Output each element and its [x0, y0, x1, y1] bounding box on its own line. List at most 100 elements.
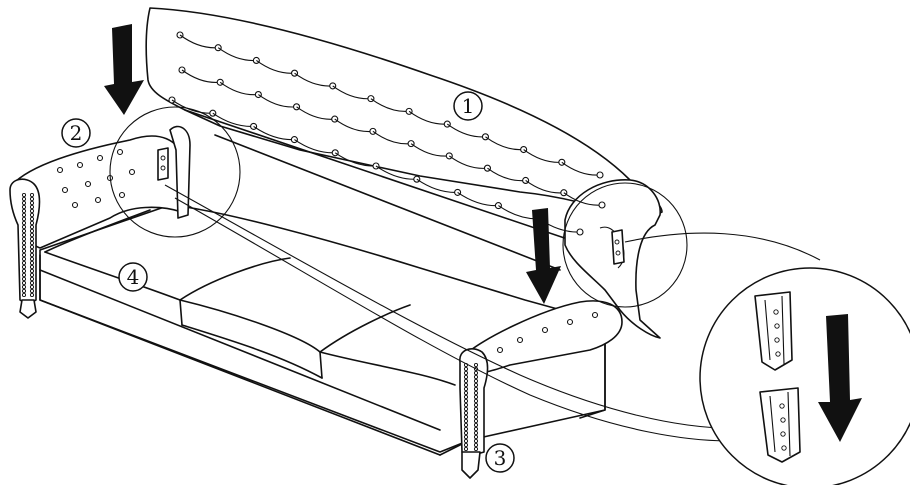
tuft-button — [250, 122, 258, 130]
tuft-button — [496, 346, 504, 354]
down-arrow-icon — [104, 24, 144, 115]
nailhead — [463, 438, 469, 444]
part-label-3: 3 — [485, 443, 515, 473]
down-arrow-icon — [526, 208, 561, 304]
nailhead — [29, 288, 35, 294]
seat-cushions — [44, 209, 456, 386]
nailhead — [463, 430, 469, 436]
nailhead — [473, 386, 479, 392]
nailhead — [21, 228, 27, 234]
part-label-2-text: 2 — [70, 121, 83, 145]
tuft-button — [516, 336, 524, 344]
nailhead — [29, 232, 35, 238]
nailhead — [463, 394, 469, 400]
nailhead — [21, 284, 27, 290]
backrest — [145, 7, 663, 339]
nailhead — [29, 228, 35, 234]
nailhead — [29, 276, 35, 282]
nailhead — [29, 240, 35, 246]
tuft-button — [96, 154, 104, 162]
nailhead — [29, 196, 35, 202]
nailhead — [21, 292, 27, 298]
nailhead — [473, 422, 479, 428]
nailhead — [21, 244, 27, 250]
part-label-1: 1 — [453, 91, 483, 121]
nailhead — [29, 216, 35, 222]
nailhead — [473, 434, 479, 440]
nailhead — [473, 402, 479, 408]
nailhead — [29, 208, 35, 214]
nailhead — [29, 268, 35, 274]
right-leg — [461, 451, 481, 479]
nailhead — [21, 200, 27, 206]
nailhead — [29, 220, 35, 226]
nailhead — [473, 410, 479, 416]
nailhead — [29, 280, 35, 286]
nailhead — [29, 260, 35, 266]
lower-bracket-part — [759, 387, 801, 463]
nailhead — [473, 406, 479, 412]
nailhead — [21, 216, 27, 222]
nailhead — [463, 426, 469, 432]
nailhead — [21, 268, 27, 274]
nailhead — [463, 446, 469, 452]
nailhead — [473, 430, 479, 436]
callout-leader-lines — [164, 184, 821, 442]
nailhead — [21, 204, 27, 210]
nailhead — [463, 434, 469, 440]
nailhead — [21, 288, 27, 294]
nailhead — [21, 212, 27, 218]
tuft-button — [56, 166, 64, 174]
nailhead — [473, 394, 479, 400]
nailhead — [29, 264, 35, 270]
tuft-button — [118, 191, 126, 199]
nailhead — [463, 382, 469, 388]
nailhead — [473, 414, 479, 420]
nailhead — [21, 260, 27, 266]
nailhead — [29, 252, 35, 258]
nailhead — [463, 442, 469, 448]
right-bracket-detail — [562, 182, 688, 308]
tuft-button — [128, 168, 136, 176]
nailhead — [473, 446, 479, 452]
nailhead — [473, 442, 479, 448]
nailhead — [21, 252, 27, 258]
nailhead — [21, 276, 27, 282]
nailhead — [463, 374, 469, 380]
tuft-button — [576, 228, 584, 236]
tuft-button — [116, 148, 124, 156]
nailhead — [463, 386, 469, 392]
nailhead — [21, 232, 27, 238]
left-bracket-detail — [109, 106, 241, 238]
nailhead — [473, 418, 479, 424]
tuft-button — [566, 318, 574, 326]
tuft-button — [61, 186, 69, 194]
nailhead — [29, 192, 35, 198]
left-leg — [19, 299, 37, 319]
nailhead — [463, 422, 469, 428]
nailhead — [463, 402, 469, 408]
nailhead — [29, 292, 35, 298]
nailhead — [463, 418, 469, 424]
nailhead — [21, 280, 27, 286]
nailhead — [473, 362, 479, 368]
nailhead — [473, 378, 479, 384]
tuft-button — [84, 180, 92, 188]
nailhead — [21, 208, 27, 214]
nailhead — [29, 248, 35, 254]
nailhead — [21, 272, 27, 278]
upper-bracket-part — [754, 291, 793, 371]
nailhead — [463, 390, 469, 396]
tuft-button — [598, 201, 606, 209]
nailhead — [21, 264, 27, 270]
nailhead — [29, 204, 35, 210]
nailhead — [463, 398, 469, 404]
nailhead — [473, 374, 479, 380]
tuft-button — [71, 201, 79, 209]
nailhead — [21, 224, 27, 230]
nailhead — [29, 284, 35, 290]
down-arrow-icon — [818, 314, 862, 442]
nailhead — [29, 272, 35, 278]
nailhead — [21, 192, 27, 198]
nailhead-trim — [21, 192, 479, 452]
